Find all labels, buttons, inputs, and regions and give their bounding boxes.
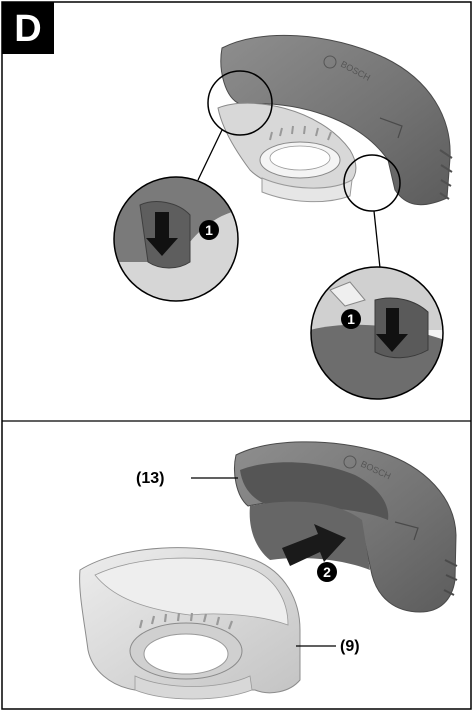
detail-leader-left (197, 129, 223, 181)
guard-cover-top: BOSCH (217, 34, 453, 206)
guard-exploded (79, 547, 301, 700)
detail-ring-left-source (207, 70, 273, 136)
step-badge-2 (317, 562, 337, 582)
label-part-9: (9) (340, 638, 360, 655)
detail-leader-right (373, 210, 381, 269)
detail-zoom-right: 1 (310, 266, 444, 400)
step-number-2: 2 (323, 564, 331, 580)
detail-zoom-left: 1 (113, 176, 239, 302)
guard-cover-exploded: BOSCH (234, 441, 458, 613)
panel-letter-badge: D (2, 2, 54, 54)
step-number-1-right: 1 (347, 311, 355, 327)
step-badge-1-right (341, 309, 361, 329)
push-arrow: 2 (282, 524, 346, 582)
detail-ring-right-source (343, 154, 401, 212)
callout-part-13: (13) (136, 470, 238, 487)
label-part-13: (13) (136, 470, 164, 487)
step-number-1-left: 1 (205, 222, 213, 238)
callout-part-9: (9) (296, 638, 360, 655)
step-badge-1-left (199, 220, 219, 240)
panel-letter: D (14, 8, 41, 50)
